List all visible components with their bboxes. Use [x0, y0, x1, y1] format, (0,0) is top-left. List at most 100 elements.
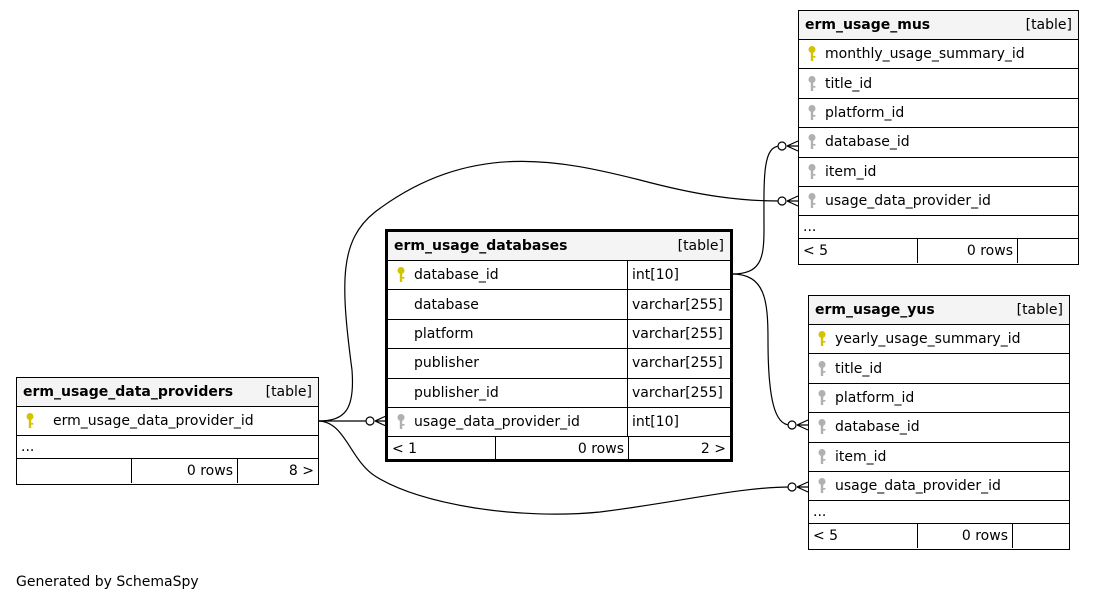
- edge-databases-to-yus: [731, 273, 791, 426]
- table-erm-usage-yus[interactable]: erm_usage_yus [table] yearly_usage_summa…: [808, 295, 1070, 550]
- column-name: publisher_id: [414, 384, 499, 401]
- key-icon: [397, 267, 405, 283]
- column-name: monthly_usage_summary_id: [825, 46, 1025, 63]
- children-count[interactable]: 8 >: [288, 463, 314, 480]
- table-footer: < 1 0 rows 2 >: [388, 437, 730, 462]
- table-erm-usage-data-providers[interactable]: erm_usage_data_providers [table] erm_usa…: [16, 377, 319, 485]
- column-name: title_id: [835, 360, 883, 377]
- column-row[interactable]: usage_data_provider_id: [809, 472, 1069, 502]
- foreign-key-icon: [818, 360, 826, 376]
- table-kind: [table]: [1016, 302, 1063, 318]
- foreign-key-icon: [808, 104, 816, 120]
- foreign-key-icon: [818, 389, 826, 405]
- column-name: platform_id: [835, 389, 915, 406]
- table-header: erm_usage_yus [table]: [809, 296, 1069, 325]
- column-name: erm_usage_data_provider_id: [53, 413, 254, 430]
- column-name: database_id: [414, 267, 499, 284]
- edge-provider-to-yus-end: [787, 482, 797, 492]
- row-count: 0 rows: [918, 524, 1013, 549]
- edge-provider-to-yus: [317, 420, 791, 515]
- column-name: yearly_usage_summary_id: [835, 331, 1021, 348]
- column-name: usage_data_provider_id: [414, 414, 580, 431]
- parents-count[interactable]: < 5: [799, 239, 918, 264]
- key-icon: [26, 413, 34, 429]
- foreign-key-icon: [818, 478, 826, 494]
- column-name: database_id: [825, 134, 910, 151]
- children-count: [1013, 524, 1069, 548]
- column-row[interactable]: platform varchar[255]: [388, 319, 730, 350]
- foreign-key-icon: [818, 448, 826, 464]
- column-name: usage_data_provider_id: [825, 193, 991, 210]
- generated-by-label: Generated by SchemaSpy: [16, 574, 199, 590]
- row-count: 0 rows: [918, 239, 1018, 264]
- table-erm-usage-databases[interactable]: erm_usage_databases [table] database_id …: [385, 229, 733, 462]
- column-row[interactable]: usage_data_provider_id int[10]: [388, 407, 730, 438]
- table-name: erm_usage_yus: [815, 302, 935, 318]
- column-row[interactable]: database_id int[10]: [388, 261, 730, 291]
- column-row[interactable]: title_id: [809, 354, 1069, 384]
- column-type: int[10]: [627, 261, 730, 290]
- foreign-key-icon: [397, 414, 405, 430]
- column-name: platform_id: [825, 104, 905, 121]
- table-header: erm_usage_mus [table]: [799, 11, 1078, 40]
- more-columns: ...: [799, 216, 1078, 240]
- column-row[interactable]: title_id: [799, 69, 1078, 99]
- column-type: varchar[255]: [627, 290, 730, 319]
- edge-provider-to-mus-end: [777, 196, 787, 206]
- column-name: item_id: [825, 163, 877, 180]
- column-row[interactable]: publisher varchar[255]: [388, 349, 730, 379]
- table-name: erm_usage_mus: [805, 17, 931, 33]
- column-row[interactable]: item_id: [799, 158, 1078, 187]
- key-icon: [808, 46, 816, 62]
- row-count: 0 rows: [496, 437, 629, 462]
- more-columns: ...: [809, 501, 1069, 525]
- parents-count: [17, 459, 132, 484]
- column-row[interactable]: platform_id: [799, 99, 1078, 129]
- key-icon: [818, 331, 826, 347]
- table-erm-usage-mus[interactable]: erm_usage_mus [table] monthly_usage_summ…: [798, 10, 1079, 265]
- parents-count[interactable]: < 1: [388, 437, 496, 462]
- foreign-key-icon: [808, 193, 816, 209]
- column-type: varchar[255]: [627, 319, 730, 349]
- column-row[interactable]: database_id: [799, 128, 1078, 158]
- children-count[interactable]: 2 >: [700, 441, 726, 458]
- column-name: usage_data_provider_id: [835, 478, 1001, 495]
- table-name: erm_usage_data_providers: [23, 384, 234, 400]
- column-row[interactable]: monthly_usage_summary_id: [799, 40, 1078, 70]
- edge-provider-to-mus: [317, 160, 781, 422]
- column-name: title_id: [825, 75, 873, 92]
- table-header: erm_usage_databases [table]: [388, 232, 730, 261]
- column-type: varchar[255]: [627, 378, 730, 407]
- column-name: database_id: [835, 419, 920, 436]
- column-name: database: [414, 296, 479, 313]
- table-kind: [table]: [265, 384, 312, 400]
- table-footer: < 5 0 rows: [799, 239, 1078, 264]
- column-row[interactable]: database varchar[255]: [388, 290, 730, 320]
- column-row[interactable]: usage_data_provider_id: [799, 187, 1078, 217]
- edge-databases-to-mus-end: [777, 141, 787, 151]
- table-footer: 0 rows 8 >: [17, 459, 318, 484]
- edge-provider-to-databases-end: [365, 416, 375, 426]
- column-row[interactable]: item_id: [809, 443, 1069, 472]
- more-columns: ...: [17, 436, 318, 460]
- column-row[interactable]: database_id: [809, 413, 1069, 443]
- column-type: varchar[255]: [627, 349, 730, 378]
- table-kind: [table]: [677, 238, 724, 254]
- foreign-key-icon: [808, 75, 816, 91]
- foreign-key-icon: [808, 163, 816, 179]
- children-count: [1018, 239, 1078, 263]
- column-row[interactable]: publisher_id varchar[255]: [388, 378, 730, 408]
- column-row[interactable]: erm_usage_data_provider_id: [17, 407, 318, 437]
- column-row[interactable]: platform_id: [809, 384, 1069, 414]
- column-row[interactable]: yearly_usage_summary_id: [809, 325, 1069, 355]
- column-name: item_id: [835, 448, 887, 465]
- foreign-key-icon: [818, 419, 826, 435]
- column-name: publisher: [414, 355, 479, 372]
- parents-count[interactable]: < 5: [809, 524, 918, 549]
- table-name: erm_usage_databases: [394, 238, 568, 254]
- column-type: int[10]: [627, 407, 730, 437]
- foreign-key-icon: [808, 134, 816, 150]
- table-header: erm_usage_data_providers [table]: [17, 378, 318, 407]
- edge-databases-to-yus-end: [787, 420, 797, 430]
